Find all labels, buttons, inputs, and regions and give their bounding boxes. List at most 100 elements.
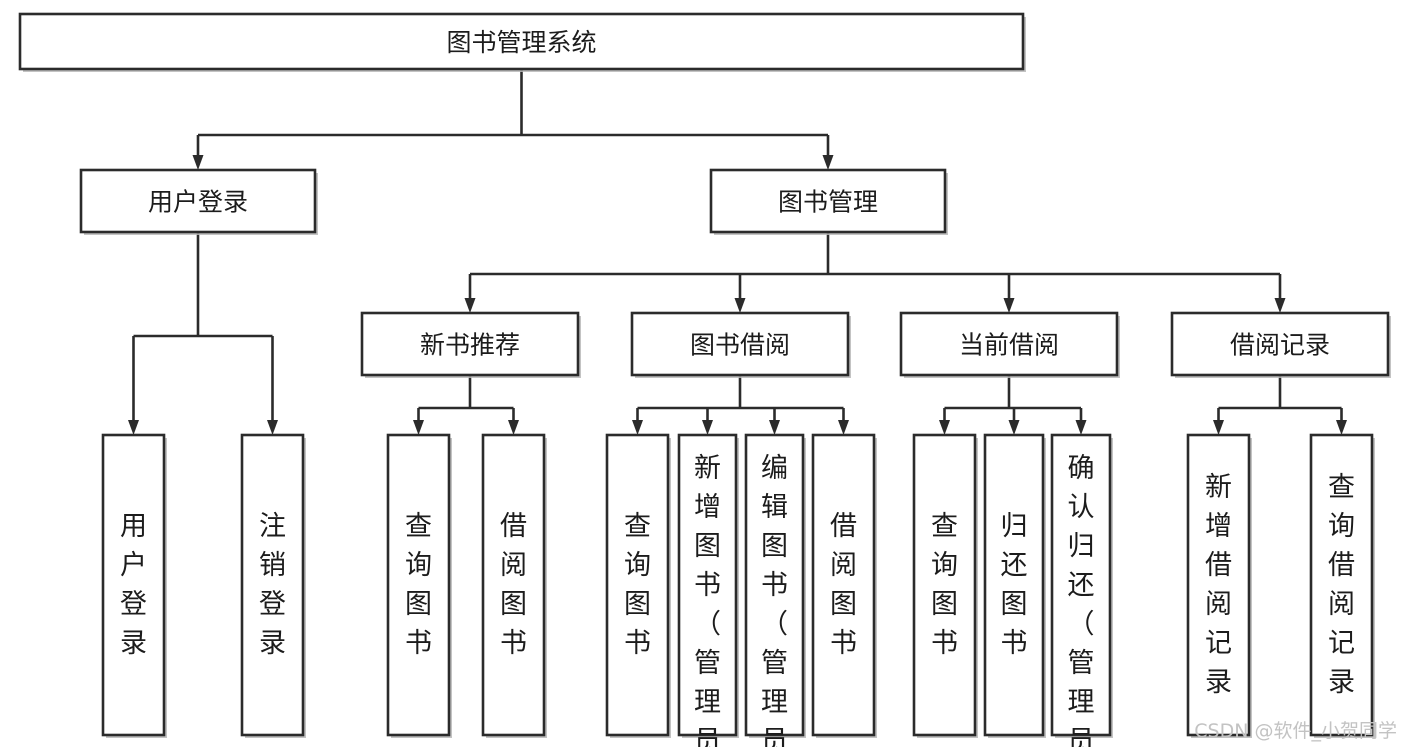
- node-label-char: 增: [1205, 511, 1232, 542]
- node-label-char: 图: [694, 531, 721, 562]
- node-box-leaf-add-book[interactable]: [677, 433, 738, 737]
- edge-arrowhead-leaf-add-book: [702, 420, 713, 435]
- node-box-leaf-borrow-book[interactable]: [811, 433, 876, 737]
- node-box-leaf-query-book-borrow[interactable]: [605, 433, 670, 737]
- node-label-char: 书: [694, 570, 721, 601]
- node-root[interactable]: 图书管理系统: [18, 12, 1026, 72]
- edge-arrowhead-records: [1274, 298, 1286, 313]
- edge-arrowhead-leaf-user-logout: [267, 420, 278, 435]
- node-leaf-query-book-borrow[interactable]: 查询图书查询图书: [605, 433, 671, 738]
- node-label-login: 用户登录: [148, 188, 248, 217]
- node-label-char: 确: [1068, 453, 1095, 484]
- node-label-char: 图: [405, 589, 432, 620]
- node-label-char: 借: [1205, 550, 1232, 581]
- edges-layer: [128, 69, 1347, 435]
- node-label-char: 新: [1205, 472, 1232, 503]
- node-label-char: 书: [500, 628, 527, 659]
- node-label-char: 增: [694, 492, 721, 523]
- edge-arrowhead-leaf-confirm-return: [1075, 420, 1087, 435]
- edge-arrowhead-newbook: [464, 298, 476, 313]
- node-login[interactable]: 用户登录: [79, 168, 318, 235]
- node-box-leaf-borrow-book-new[interactable]: [481, 433, 546, 737]
- node-label-char: 查: [931, 511, 958, 542]
- node-leaf-user-login[interactable]: 用户登录用户登录: [101, 433, 167, 738]
- node-label-char: 询: [405, 550, 432, 581]
- node-label-char: 图: [500, 589, 527, 620]
- node-borrow[interactable]: 图书借阅: [630, 311, 851, 378]
- node-label-char: 理: [761, 687, 788, 718]
- node-label-char: 借: [500, 511, 527, 542]
- node-label-char: 还: [1001, 550, 1028, 581]
- node-box-leaf-query-book-new[interactable]: [386, 433, 451, 737]
- node-label-char: 查: [624, 511, 651, 542]
- edge-arrowhead-bookmgmt: [822, 155, 834, 170]
- node-label-char: 记: [1328, 628, 1355, 659]
- node-label-char: 员: [694, 726, 721, 747]
- node-leaf-query-record[interactable]: 查询借阅记录查询借阅记录: [1309, 433, 1375, 738]
- edge-arrowhead-leaf-query-book-current: [939, 420, 950, 435]
- node-label-char: 登: [259, 589, 286, 620]
- node-leaf-query-book-new[interactable]: 查询图书查询图书: [386, 433, 452, 738]
- node-box-root[interactable]: [18, 12, 1025, 71]
- node-label-char: 注: [259, 511, 286, 542]
- node-label-char: 用: [120, 511, 147, 542]
- node-box-records[interactable]: [1170, 311, 1390, 377]
- node-box-borrow[interactable]: [630, 311, 850, 377]
- node-label-char: 借: [1328, 550, 1355, 581]
- node-label-char: 录: [1205, 667, 1232, 698]
- node-box-leaf-query-book-current[interactable]: [912, 433, 977, 737]
- node-box-leaf-user-login[interactable]: [101, 433, 166, 737]
- edge-arrowhead-current: [1003, 298, 1015, 313]
- node-box-current[interactable]: [899, 311, 1119, 377]
- node-leaf-user-logout[interactable]: 注销登录注销登录: [240, 433, 306, 738]
- node-label-char: 阅: [830, 550, 857, 581]
- edge-arrowhead-borrow: [734, 298, 746, 313]
- node-leaf-borrow-book-new[interactable]: 借阅图书借阅图书: [481, 433, 547, 738]
- node-label-char: 图: [1001, 589, 1028, 620]
- edge-arrowhead-leaf-return-book: [1008, 420, 1020, 435]
- edge-arrowhead-leaf-user-login: [128, 420, 139, 435]
- node-box-leaf-return-book[interactable]: [983, 433, 1045, 737]
- node-bookmgmt[interactable]: 图书管理: [709, 168, 948, 235]
- node-leaf-return-book[interactable]: 归还图书归还图书: [983, 433, 1046, 738]
- node-box-bookmgmt[interactable]: [709, 168, 947, 234]
- node-label-char: 录: [259, 628, 286, 659]
- node-label-char: 管: [761, 648, 788, 679]
- node-records[interactable]: 借阅记录: [1170, 311, 1391, 378]
- edge-arrowhead-leaf-query-book-new: [413, 420, 424, 435]
- node-label-char: 新: [694, 453, 721, 484]
- node-leaf-query-book-current[interactable]: 查询图书查询图书: [912, 433, 978, 738]
- edge-arrowhead-leaf-edit-book: [769, 420, 780, 435]
- node-label-current: 当前借阅: [959, 331, 1059, 360]
- edge-arrowhead-leaf-query-record: [1336, 420, 1347, 435]
- node-box-leaf-add-record[interactable]: [1186, 433, 1251, 737]
- node-label-char: 编: [761, 453, 788, 484]
- nodes-layer: 图书管理系统用户登录图书管理新书推荐图书借阅当前借阅借阅记录用户登录用户登录注销…: [18, 12, 1391, 747]
- node-label-char: 图: [830, 589, 857, 620]
- node-box-newbook[interactable]: [360, 311, 580, 377]
- node-newbook[interactable]: 新书推荐: [360, 311, 581, 378]
- node-box-leaf-edit-book[interactable]: [744, 433, 805, 737]
- node-label-char: 询: [1328, 511, 1355, 542]
- node-current[interactable]: 当前借阅: [899, 311, 1120, 378]
- node-box-leaf-confirm-return[interactable]: [1050, 433, 1112, 737]
- node-label-char: 认: [1068, 492, 1095, 523]
- node-label-char: 阅: [1205, 589, 1232, 620]
- node-label-char: 书: [830, 628, 857, 659]
- node-box-leaf-user-logout[interactable]: [240, 433, 305, 737]
- node-label-char: 还: [1068, 570, 1095, 601]
- node-leaf-add-record[interactable]: 新增借阅记录新增借阅记录: [1186, 433, 1252, 738]
- node-leaf-borrow-book[interactable]: 借阅图书借阅图书: [811, 433, 877, 738]
- edge-arrowhead-leaf-query-book-borrow: [632, 420, 643, 435]
- node-box-leaf-query-record[interactable]: [1309, 433, 1374, 737]
- node-label-char: 书: [931, 628, 958, 659]
- edge-arrowhead-leaf-borrow-book: [838, 420, 849, 435]
- node-label-char: 员: [1068, 726, 1095, 747]
- node-box-login[interactable]: [79, 168, 317, 234]
- node-label-char: （: [761, 609, 788, 640]
